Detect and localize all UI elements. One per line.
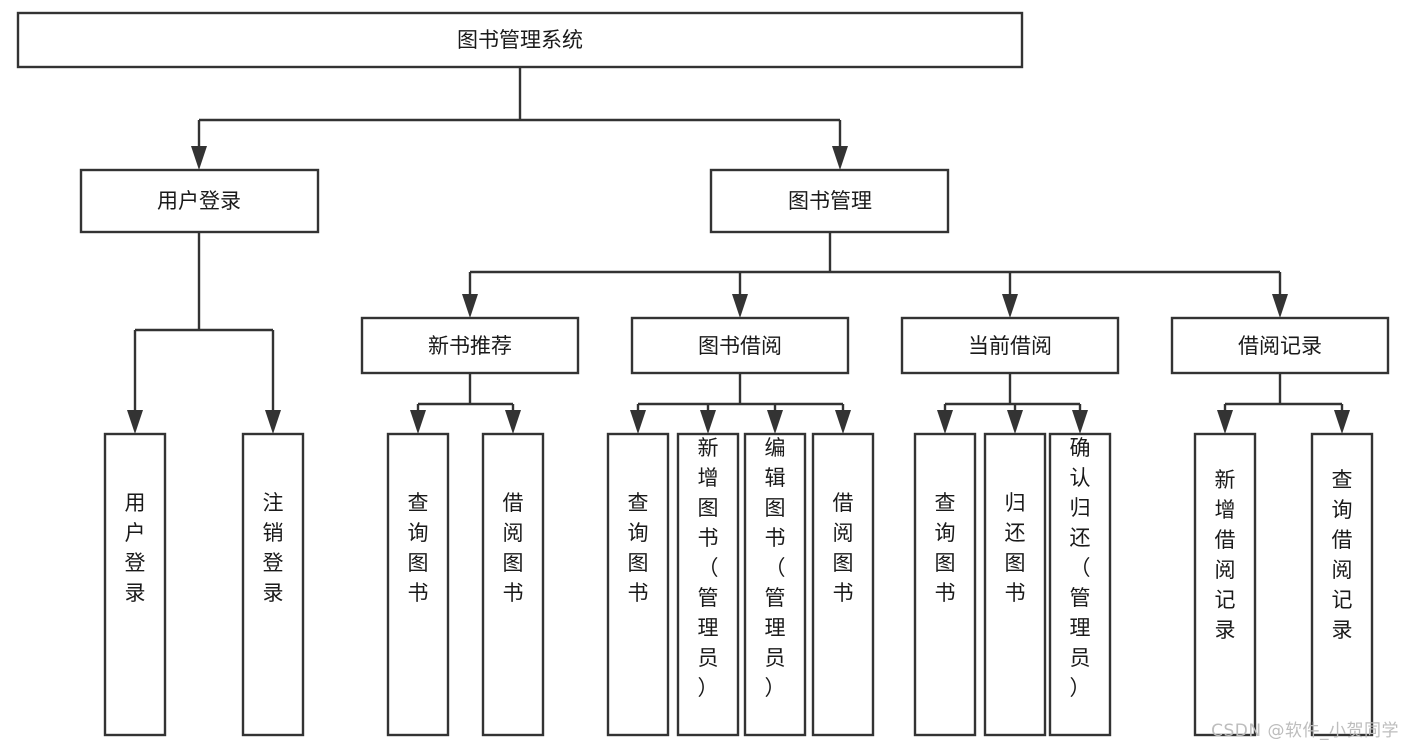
node-book-borrow[interactable]: 图书借阅 (630, 316, 850, 375)
arrow-to-current-borrow (1002, 294, 1018, 318)
node-leaf-edit-book-admin-box (743, 432, 807, 737)
node-leaf-borrow-book-recommend-box (481, 432, 545, 737)
node-book-manage-label: 图书管理 (788, 189, 872, 213)
arrow-to-leaf-query-borrow-record (1334, 410, 1350, 434)
node-leaf-query-book-borrow-box (606, 432, 670, 737)
arrow-to-book-borrow (732, 294, 748, 318)
node-borrow-record-label: 借阅记录 (1238, 334, 1322, 358)
arrow-to-leaf-query-book-current (937, 410, 953, 434)
arrow-to-leaf-query-book-borrow (630, 410, 646, 434)
arrow-to-leaf-confirm-return-admin (1072, 410, 1088, 434)
node-new-book-recommend[interactable]: 新书推荐 (360, 316, 580, 375)
arrow-to-borrow-record (1272, 294, 1288, 318)
connector-layer (127, 67, 1350, 434)
node-leaf-confirm-return-admin[interactable]: 确认归还（管理员） (1048, 432, 1112, 737)
node-borrow-record-box (1170, 316, 1390, 375)
node-leaf-edit-book-admin-label: 编辑图书（管理员） (765, 436, 786, 700)
node-leaf-add-borrow-record-label: 新增借阅记录 (1215, 468, 1236, 642)
arrow-to-leaf-add-borrow-record (1217, 410, 1233, 434)
node-leaf-query-book-current-label: 查询图书 (935, 491, 956, 605)
node-leaf-borrow-book-recommend-label: 借阅图书 (503, 491, 524, 605)
node-leaf-query-borrow-record[interactable]: 查询借阅记录 (1310, 432, 1374, 737)
node-root-label: 图书管理系统 (457, 28, 583, 52)
arrow-root-to-book-manage (832, 146, 848, 170)
arrow-to-leaf-query-book-recommend (410, 410, 426, 434)
node-current-borrow[interactable]: 当前借阅 (900, 316, 1120, 375)
node-leaf-user-login[interactable]: 用户登录 (103, 432, 167, 737)
node-leaf-query-book-borrow[interactable]: 查询图书 (606, 432, 670, 737)
node-leaf-add-book-admin-box (676, 432, 740, 737)
node-current-borrow-label: 当前借阅 (968, 334, 1052, 358)
node-root-box (16, 11, 1024, 69)
node-root[interactable]: 图书管理系统 (16, 11, 1024, 69)
node-book-manage-box (709, 168, 950, 234)
arrow-to-new-book-recommend (462, 294, 478, 318)
node-new-book-recommend-label: 新书推荐 (428, 334, 512, 358)
arrow-to-leaf-add-book-admin (700, 410, 716, 434)
node-leaf-query-book-recommend[interactable]: 查询图书 (386, 432, 450, 737)
node-leaf-confirm-return-admin-box (1048, 432, 1112, 737)
node-leaf-query-book-borrow-label: 查询图书 (628, 491, 649, 605)
node-leaf-return-book-box (983, 432, 1047, 737)
node-leaf-add-borrow-record[interactable]: 新增借阅记录 (1193, 432, 1257, 737)
node-current-borrow-box (900, 316, 1120, 375)
node-leaf-return-book[interactable]: 归还图书 (983, 432, 1047, 737)
node-leaf-add-book-admin-label: 新增图书（管理员） (698, 436, 719, 700)
node-leaf-borrow-book[interactable]: 借阅图书 (811, 432, 875, 737)
node-book-manage[interactable]: 图书管理 (709, 168, 950, 234)
node-leaf-query-book-current-box (913, 432, 977, 737)
node-leaf-borrow-book-label: 借阅图书 (833, 491, 854, 605)
node-borrow-record[interactable]: 借阅记录 (1170, 316, 1390, 375)
node-leaf-query-borrow-record-label: 查询借阅记录 (1332, 468, 1353, 642)
node-leaf-query-book-recommend-box (386, 432, 450, 737)
arrow-to-leaf-user-login (127, 410, 143, 434)
arrow-to-leaf-edit-book-admin (767, 410, 783, 434)
node-leaf-add-book-admin[interactable]: 新增图书（管理员） (676, 432, 740, 737)
node-leaf-query-borrow-record-box (1310, 432, 1374, 737)
node-leaf-query-book-current[interactable]: 查询图书 (913, 432, 977, 737)
node-book-borrow-box (630, 316, 850, 375)
node-leaf-user-login-box (103, 432, 167, 737)
node-leaf-return-book-label: 归还图书 (1005, 491, 1026, 605)
node-book-borrow-label: 图书借阅 (698, 334, 782, 358)
node-leaf-user-login-label: 用户登录 (125, 491, 146, 605)
node-leaf-user-logout[interactable]: 注销登录 (241, 432, 305, 737)
node-leaf-borrow-book-recommend[interactable]: 借阅图书 (481, 432, 545, 737)
node-leaf-borrow-book-box (811, 432, 875, 737)
node-leaf-edit-book-admin[interactable]: 编辑图书（管理员） (743, 432, 807, 737)
node-leaf-add-borrow-record-box (1193, 432, 1257, 737)
arrow-to-leaf-borrow-book-recommend (505, 410, 521, 434)
node-user-login-label: 用户登录 (157, 189, 241, 213)
node-leaf-user-logout-box (241, 432, 305, 737)
node-leaf-query-book-recommend-label: 查询图书 (408, 491, 429, 605)
node-user-login-box (79, 168, 320, 234)
node-user-login[interactable]: 用户登录 (79, 168, 320, 234)
arrow-to-leaf-user-logout (265, 410, 281, 434)
arrow-root-to-user-login (191, 146, 207, 170)
node-leaf-user-logout-label: 注销登录 (263, 491, 284, 605)
node-new-book-recommend-box (360, 316, 580, 375)
arrow-to-leaf-borrow-book (835, 410, 851, 434)
node-leaf-confirm-return-admin-label: 确认归还（管理员） (1070, 436, 1091, 700)
arrow-to-leaf-return-book (1007, 410, 1023, 434)
